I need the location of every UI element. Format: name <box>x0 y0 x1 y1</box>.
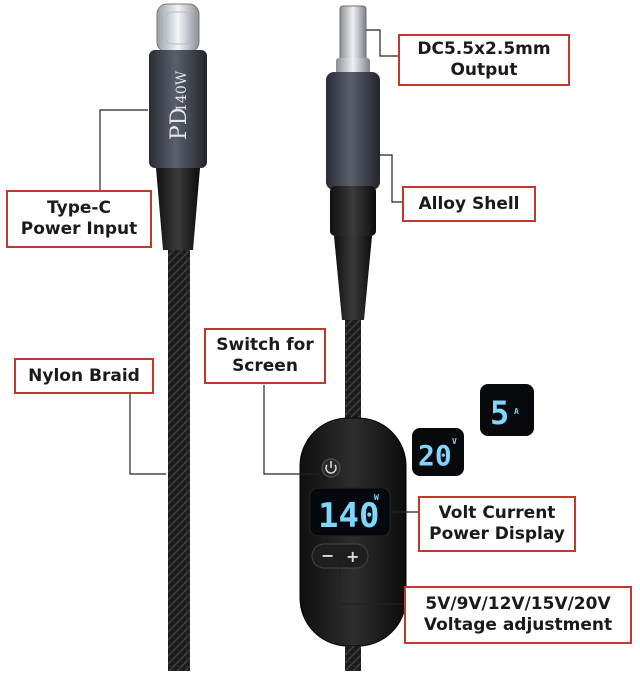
leader-voltage <box>339 566 404 605</box>
label-type-c: Type-C Power Input <box>6 190 152 248</box>
controller: 140 W − + <box>299 417 407 671</box>
label-alloy-shell-line1: Alloy Shell <box>418 193 520 214</box>
label-type-c-line2: Power Input <box>20 219 138 239</box>
label-display-line2: Power Display <box>429 524 565 544</box>
leader-type-c <box>99 109 148 190</box>
main-display-value: 140 <box>318 496 379 536</box>
dc-connector <box>326 5 380 420</box>
label-nylon-braid: Nylon Braid <box>14 358 154 394</box>
label-nylon-braid-line1: Nylon Braid <box>28 365 140 386</box>
label-switch-screen-line2: Screen <box>232 356 298 376</box>
volt-screen-unit: V <box>452 437 457 446</box>
leader-switch <box>263 385 320 475</box>
power-icon <box>325 464 337 474</box>
label-voltage-line1: 5V/9V/12V/15V/20V <box>425 594 611 614</box>
main-display-unit: W <box>374 493 379 502</box>
amp-screen-value: 5 <box>490 394 509 432</box>
voltage-minus-button[interactable]: − <box>321 546 334 565</box>
cable-brand-print: PD <box>167 108 192 140</box>
amp-screen-unit: A <box>514 407 519 416</box>
label-switch-screen: Switch for Screen <box>204 328 326 384</box>
leader-nylon <box>129 392 166 475</box>
voltage-plus-button[interactable]: + <box>346 547 359 566</box>
type-c-connector: PD 140W <box>149 3 207 671</box>
leader-alloy <box>378 154 402 203</box>
label-display: Volt Current Power Display <box>418 496 576 552</box>
left-nylon-cable <box>168 250 190 671</box>
label-alloy-shell: Alloy Shell <box>402 186 536 222</box>
label-voltage-line2: Voltage adjustment <box>423 615 613 635</box>
label-dc-output-line2: Output <box>450 60 518 80</box>
volt-screen-preview: 20 V <box>412 428 464 476</box>
cable-power-print: 140W <box>174 70 190 112</box>
label-dc-output-line1: DC5.5x2.5mm <box>417 39 551 59</box>
label-switch-screen-line1: Switch for <box>216 335 314 355</box>
label-dc-output: DC5.5x2.5mm Output <box>398 34 570 86</box>
label-voltage: 5V/9V/12V/15V/20V Voltage adjustment <box>404 586 632 644</box>
label-type-c-line1: Type-C <box>47 198 111 218</box>
label-display-line1: Volt Current <box>438 503 556 523</box>
volt-screen-value: 20 <box>418 439 452 472</box>
leader-dc <box>366 29 398 57</box>
amp-screen-preview: 5 A <box>480 384 534 436</box>
